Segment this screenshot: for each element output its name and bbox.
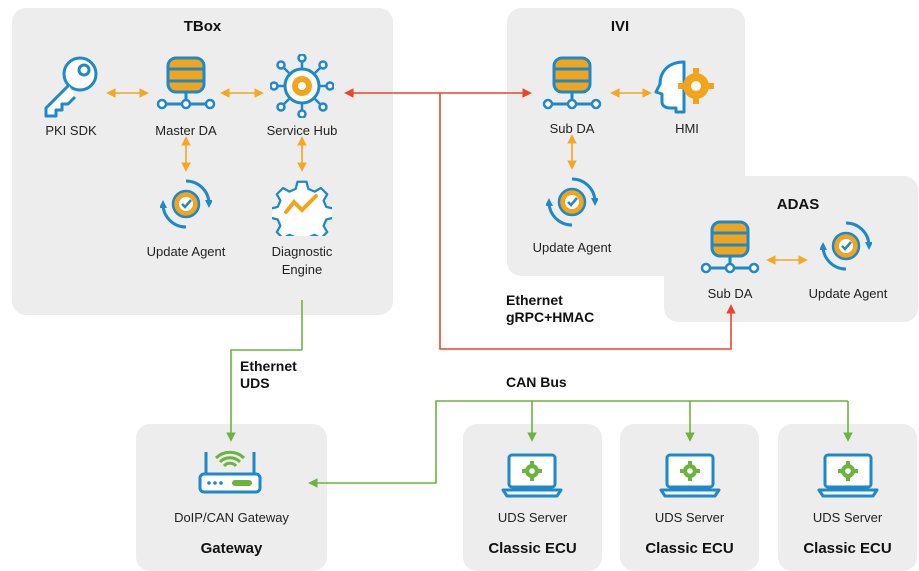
ecu-3-label: UDS Server [812, 510, 883, 525]
diagnostic-engine-label-2: Engine [281, 262, 323, 277]
router-icon [198, 450, 262, 494]
key-icon [44, 56, 98, 118]
database-icon [156, 56, 216, 110]
ethernet-uds-label-2: UDS [240, 375, 270, 391]
ecu-3-title: Classic ECU [803, 540, 892, 557]
hmi-head-gear-icon [654, 60, 714, 114]
laptop-gear-icon [817, 453, 879, 498]
link-eth-uds [226, 349, 302, 442]
ivi-sub-da-label: Sub DA [549, 121, 595, 136]
update-agent-icon [546, 177, 598, 227]
ivi-title: IVI [610, 18, 630, 35]
update-agent-icon [820, 221, 872, 271]
update-agent-icon [160, 179, 212, 229]
gateway-panel [136, 424, 327, 571]
can-bus-label: CAN Bus [506, 374, 567, 390]
tbox-update-agent-label: Update Agent [146, 244, 226, 259]
adas-sub-da-label: Sub DA [707, 286, 753, 301]
tbox-title: TBox [183, 18, 222, 35]
ethernet-grpc-label-1: Ethernet [506, 292, 563, 308]
master-da-label: Master DA [155, 123, 217, 138]
database-icon [700, 220, 760, 274]
diagnostic-engine-icon [272, 180, 332, 236]
gateway-label: DoIP/CAN Gateway [174, 510, 289, 525]
hmi-label: HMI [675, 121, 699, 136]
ethernet-uds-label-1: Ethernet [240, 358, 297, 374]
pki-sdk-label: PKI SDK [45, 123, 97, 138]
service-hub-icon [270, 54, 334, 118]
link-ethernet-adas [439, 93, 736, 350]
adas-title: ADAS [776, 196, 820, 213]
ecu-1-title: Classic ECU [488, 540, 577, 557]
adas-panel [664, 176, 918, 322]
ecu-2-label: UDS Server [654, 510, 725, 525]
ivi-update-agent-label: Update Agent [532, 240, 612, 255]
ecu-1-label: UDS Server [497, 510, 568, 525]
can-bus-line [308, 400, 848, 488]
ecu-2-title: Classic ECU [645, 540, 734, 557]
database-icon [542, 56, 602, 110]
ethernet-grpc-label-2: gRPC+HMAC [506, 309, 595, 325]
gateway-title: Gateway [200, 540, 263, 557]
laptop-gear-icon [659, 453, 721, 498]
laptop-gear-icon [501, 453, 563, 498]
service-hub-label: Service Hub [266, 123, 338, 138]
diagnostic-engine-label-1: Diagnostic [271, 244, 333, 259]
adas-update-agent-label: Update Agent [808, 286, 888, 301]
